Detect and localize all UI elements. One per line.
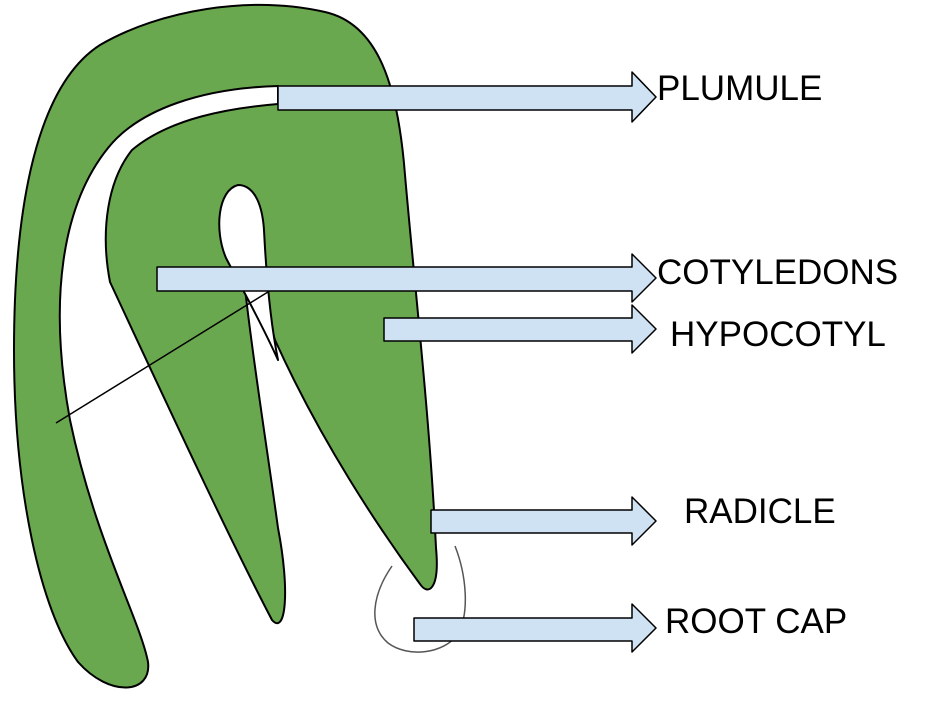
root-cap-outline <box>374 545 467 653</box>
cotyledon-pointer-line <box>55 286 277 424</box>
hypocotyl-arrow <box>383 304 657 354</box>
plumule-label: PLUMULE <box>657 69 823 108</box>
outer-embryo-body <box>13 4 438 689</box>
hypocotyl-label: HYPOCOTYL <box>670 315 886 354</box>
root-cap-arrow <box>413 603 657 653</box>
plumule-arrow <box>277 71 657 123</box>
root-cap-label: ROOT CAP <box>665 602 848 641</box>
radicle-arrow <box>430 496 657 546</box>
cotyledons-arrow <box>156 253 657 303</box>
cotyledons-label: COTYLEDONS <box>657 253 899 292</box>
radicle-label: RADICLE <box>684 492 836 531</box>
